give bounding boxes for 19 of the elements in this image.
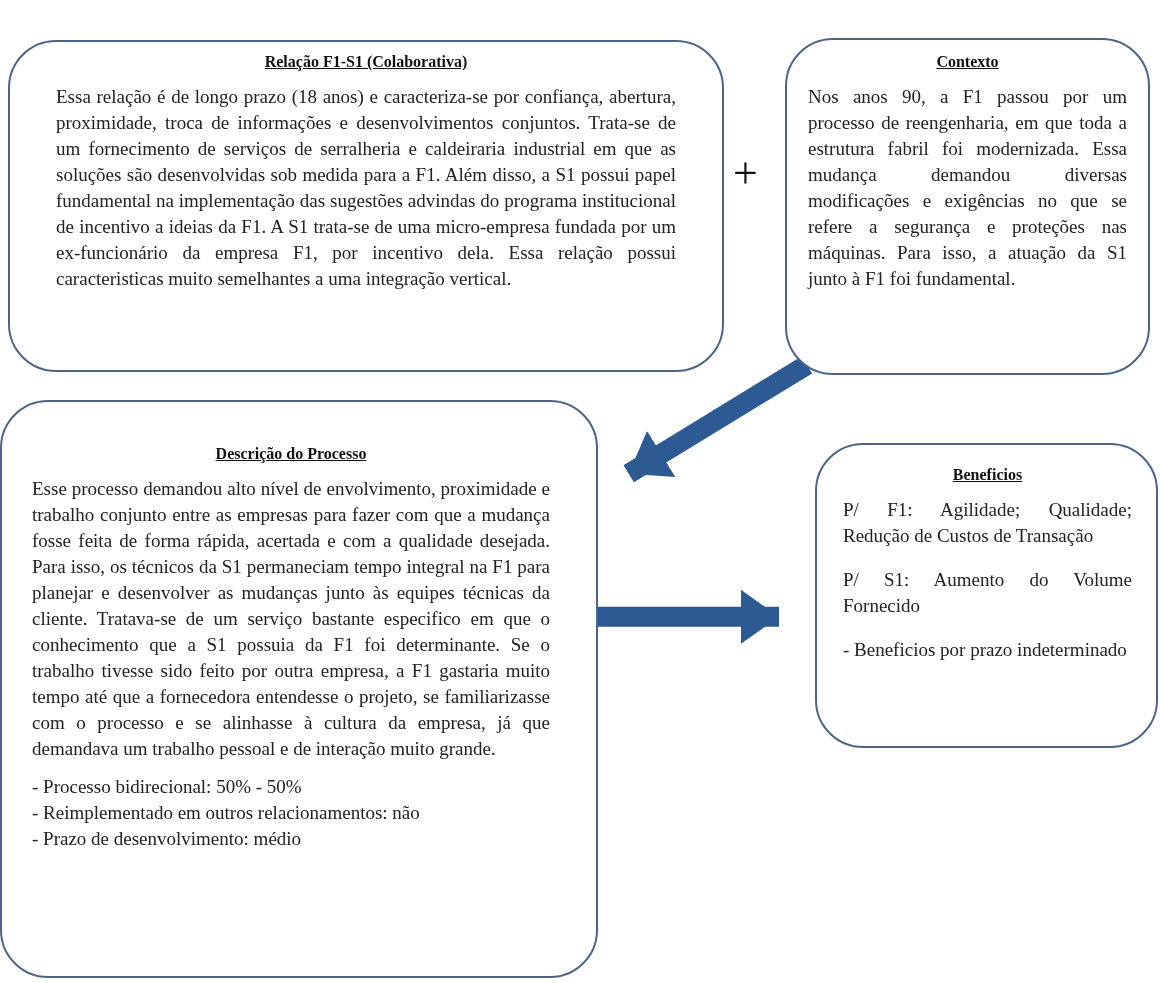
body-text: Essa relação é de longo prazo (18 anos) e caracteriza-se por confiança, abertura, proximidade, troca de informações e desenvolvimentos conjuntos. Trata-se de um fornecimento de serviços de serralheria e caldeiraria industrial em que as soluções são desenvolvidas sob medida para a F1. Além disso, a S1 possui papel fundamental na implementação das sugestões advindas do programa institucional de incentivo a ideias da F1. A S1 trata-se de uma micro-empresa fundada por um ex-funcionário da empresa F1, por incentivo dela. Essa relação possui caracteristicas muito semelhantes a uma integração vertical. [56, 85, 676, 291]
block-arrow [598, 589, 779, 644]
box-heading: Contexto [936, 52, 999, 72]
rounded-text-box [8, 40, 724, 372]
body-text: - Processo bidirecional: 50% - 50% [32, 775, 303, 799]
body-text: - Beneficios por prazo indeterminado [843, 638, 1128, 662]
box-heading: Relação F1-S1 (Colaborativa) [264, 52, 468, 73]
plus-sign: + [733, 152, 758, 196]
body-text: P/ S1: Aumento do Volume Fornecido [843, 568, 1132, 618]
body-text: - Prazo de desenvolvimento: médio [32, 827, 303, 851]
box-heading: Beneficios [952, 465, 1023, 485]
body-text: - Reimplementado em outros relacionamentos: não [32, 801, 421, 825]
rounded-text-box [785, 38, 1150, 375]
body-text: Nos anos 90, a F1 passou por um processo de reengenharia, em que toda a estrutura fabril foi modernizada. Essa mudança demandou diversas modificações e exigências no que se refere a segurança e proteções nas máquinas. Para isso, a atuação da S1 junto à F1 foi fundamental. [808, 85, 1127, 291]
body-text: Esse processo demandou alto nível de envolvimento, proximidade e trabalho conjunto entre as empresas para fazer com que a mudança fosse feita de forma rápida, acertada e com a qualidade desejada. Para isso, os técnicos da S1 permaneciam tempo integral na F1 para planejar e desenvolver as mudanças junto às equipes técnicas da cliente. Tratava-se de um serviço bastante especifico em que o conhecimento que a S1 possuia da F1 foi determinante. Se o trabalho tivesse sido feito por outra empresa, a F1 gastaria muito tempo até que a fornecedora entendesse o projeto, se familiarizasse com o processo e se alinhasse à cultura da empresa, já que demandava um trabalho pessoal e de interação muito grande. [32, 477, 550, 761]
rounded-text-box [815, 443, 1158, 748]
body-text: P/ F1: Agilidade; Qualidade; Redução de Custos de Transação [843, 498, 1132, 548]
box-heading: Descrição do Processo [215, 444, 367, 465]
rounded-text-box [0, 400, 598, 978]
